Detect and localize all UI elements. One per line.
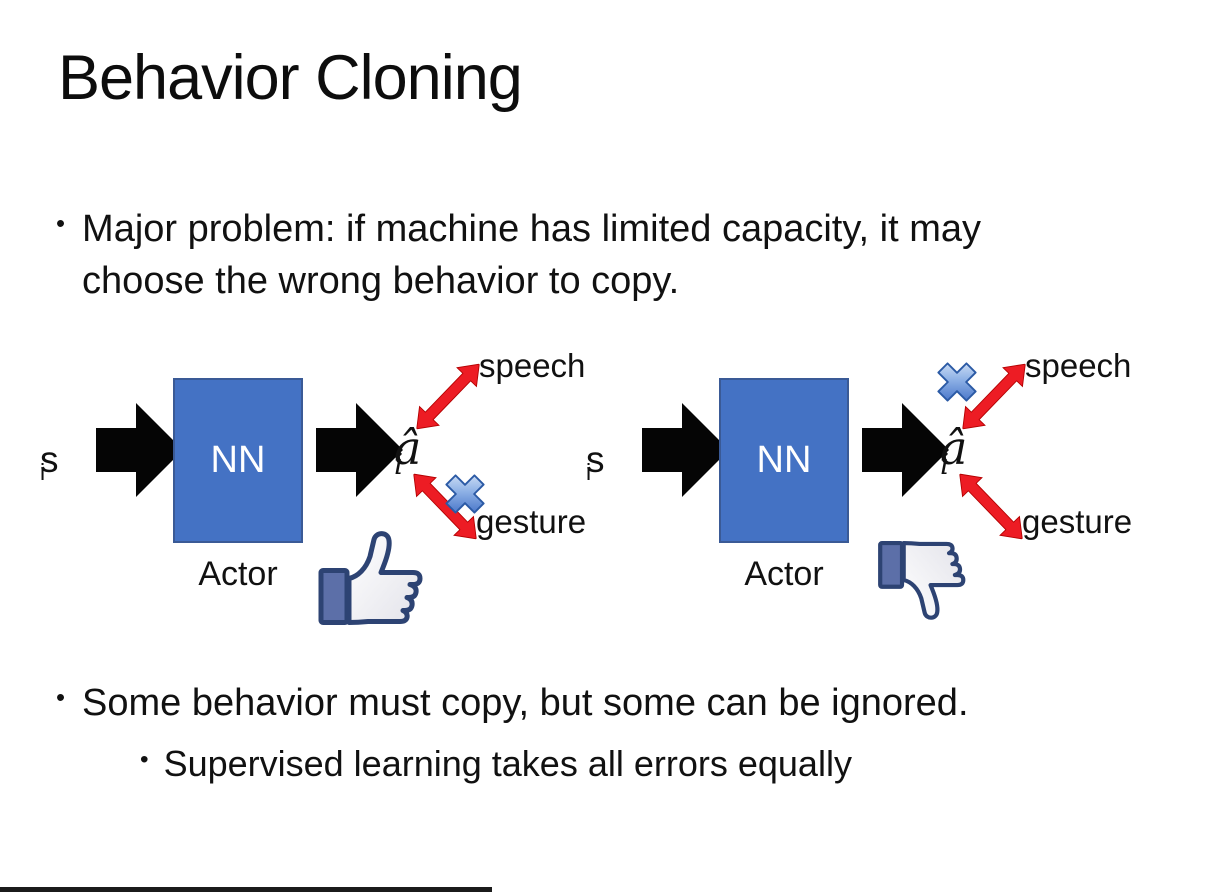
cross-out-icon <box>436 465 494 523</box>
gesture-double-arrow-icon <box>949 463 1034 549</box>
bullet-some-behavior: • Some behavior must copy, but some can … <box>56 678 1136 730</box>
bullet-marker: • <box>140 745 149 773</box>
gesture-label: gesture <box>476 503 587 540</box>
bullet-supervised-learning-text: Supervised learning takes all errors equ… <box>163 743 852 784</box>
speech-double-arrow-icon <box>952 353 1037 439</box>
speech-double-arrow-icon <box>406 353 491 439</box>
bullet-major-problem-text: Major problem: if machine has limited ca… <box>82 208 982 302</box>
cross-out-icon <box>928 353 986 411</box>
bullet-marker: • <box>56 210 66 239</box>
gesture-label: gesture <box>1022 503 1133 540</box>
nn-box-label: NN <box>756 439 812 481</box>
speech-label: speech <box>479 347 586 384</box>
bullet-marker: • <box>56 684 66 713</box>
actor-label: Actor <box>198 555 278 593</box>
bullet-some-behavior-text: Some behavior must copy, but some can be… <box>82 682 969 724</box>
nn-box-label: NN <box>210 439 266 481</box>
output-arrow-icon <box>316 403 403 497</box>
nn-box: NN <box>173 378 303 543</box>
bottom-edge-bar <box>0 887 492 892</box>
bullet-major-problem: • Major problem: if machine has limited … <box>56 204 1068 307</box>
gesture-double-arrow-icon <box>403 463 488 549</box>
input-arrow-icon <box>642 403 729 497</box>
input-arrow-icon <box>96 403 183 497</box>
thumbs-up-icon <box>316 527 428 630</box>
nn-box: NN <box>719 378 849 543</box>
actor-label: Actor <box>744 555 824 593</box>
speech-label: speech <box>1025 347 1132 384</box>
output-arrow-icon <box>862 403 949 497</box>
slide-title: Behavior Cloning <box>58 43 523 113</box>
bullet-supervised-learning: • Supervised learning takes all errors e… <box>140 740 1140 789</box>
thumbs-down-icon <box>876 531 970 629</box>
